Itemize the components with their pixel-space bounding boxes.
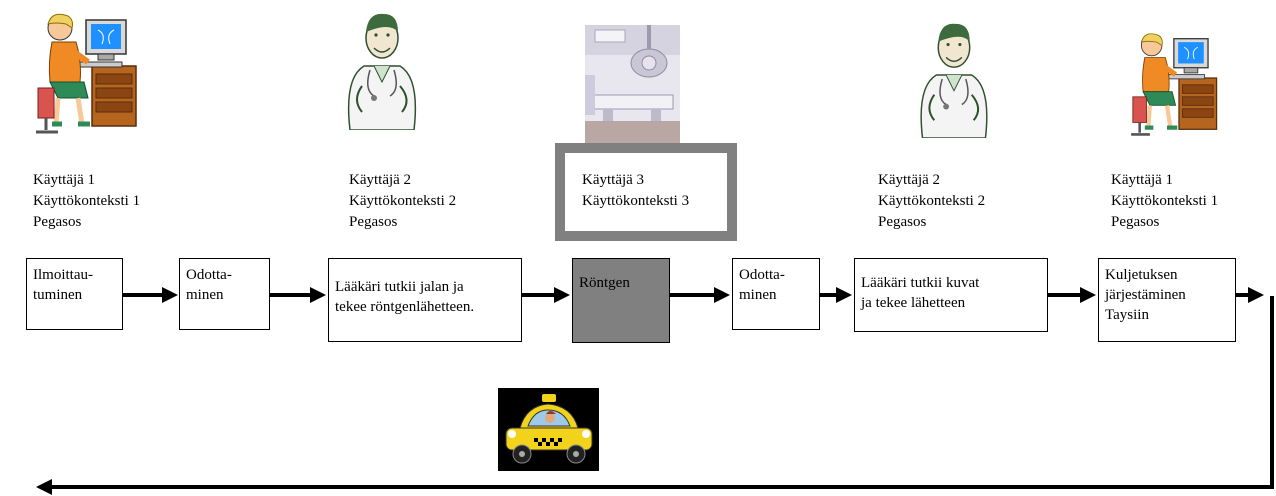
step-xray: Röntgen [572, 258, 670, 343]
role-system: Pegasos [33, 214, 82, 230]
taxi-icon [498, 388, 599, 471]
role-context: Käyttökonteksti 2 [349, 193, 457, 209]
step-transport: Kuljetuksen järjestäminen Taysiin [1098, 258, 1236, 342]
role-context: Käyttökonteksti 1 [1111, 193, 1219, 209]
return-arrow [36, 296, 1274, 495]
step-text: ja tekee lähetteen [861, 295, 966, 311]
step-text: Röntgen [579, 275, 630, 291]
step-doctor-review: Lääkäri tutkii kuvat ja tekee lähetteen [854, 258, 1048, 332]
step-text: tekee röntgenlähetteen. [335, 299, 475, 315]
receptionist-icon [36, 13, 137, 134]
role-label: Käyttäjä 1 Käyttökonteksti 1 Pegasos [1111, 170, 1218, 233]
step-text: Ilmoittau- [33, 267, 93, 283]
xray-room-icon [585, 25, 680, 143]
step-text: minen [739, 287, 777, 303]
role-user: Käyttäjä 2 [349, 172, 412, 188]
role-context: Käyttökonteksti 2 [878, 193, 986, 209]
role-user: Käyttäjä 2 [878, 172, 941, 188]
step-text: järjestäminen [1105, 287, 1186, 303]
role-label: Käyttäjä 2 Käyttökonteksti 2 Pegasos [349, 170, 456, 233]
doctor-icon [920, 23, 988, 138]
receptionist-icon [1131, 33, 1218, 136]
role-user: Käyttäjä 1 [33, 172, 96, 188]
step-text: minen [186, 287, 224, 303]
role-user: Käyttäjä 1 [1111, 172, 1174, 188]
step-text: Odotta- [739, 267, 785, 283]
role-label: Käyttäjä 2 Käyttökonteksti 2 Pegasos [878, 170, 985, 233]
role-context: Käyttökonteksti 1 [33, 193, 141, 209]
step-doctor-exam: Lääkäri tutkii jalan ja tekee röntgenläh… [328, 258, 522, 342]
highlight-frame [555, 143, 737, 241]
step-text: Kuljetuksen [1105, 267, 1178, 283]
role-system: Pegasos [878, 214, 927, 230]
role-label: Käyttäjä 3 Käyttökonteksti 3 [582, 170, 689, 212]
role-context: Käyttökonteksti 3 [582, 193, 690, 209]
step-waiting: Odotta- minen [732, 258, 820, 330]
step-text: Lääkäri tutkii jalan ja [335, 279, 464, 295]
role-system: Pegasos [1111, 214, 1160, 230]
role-user: Käyttäjä 3 [582, 172, 645, 188]
step-text: Odotta- [186, 267, 232, 283]
step-text: Taysiin [1105, 307, 1149, 323]
step-waiting: Odotta- minen [179, 258, 270, 330]
doctor-icon [347, 13, 417, 130]
step-registration: Ilmoittau- tuminen [26, 258, 123, 330]
role-system: Pegasos [349, 214, 398, 230]
role-label: Käyttäjä 1 Käyttökonteksti 1 Pegasos [33, 170, 140, 233]
step-text: Lääkäri tutkii kuvat [861, 275, 980, 291]
step-text: tuminen [33, 287, 83, 303]
